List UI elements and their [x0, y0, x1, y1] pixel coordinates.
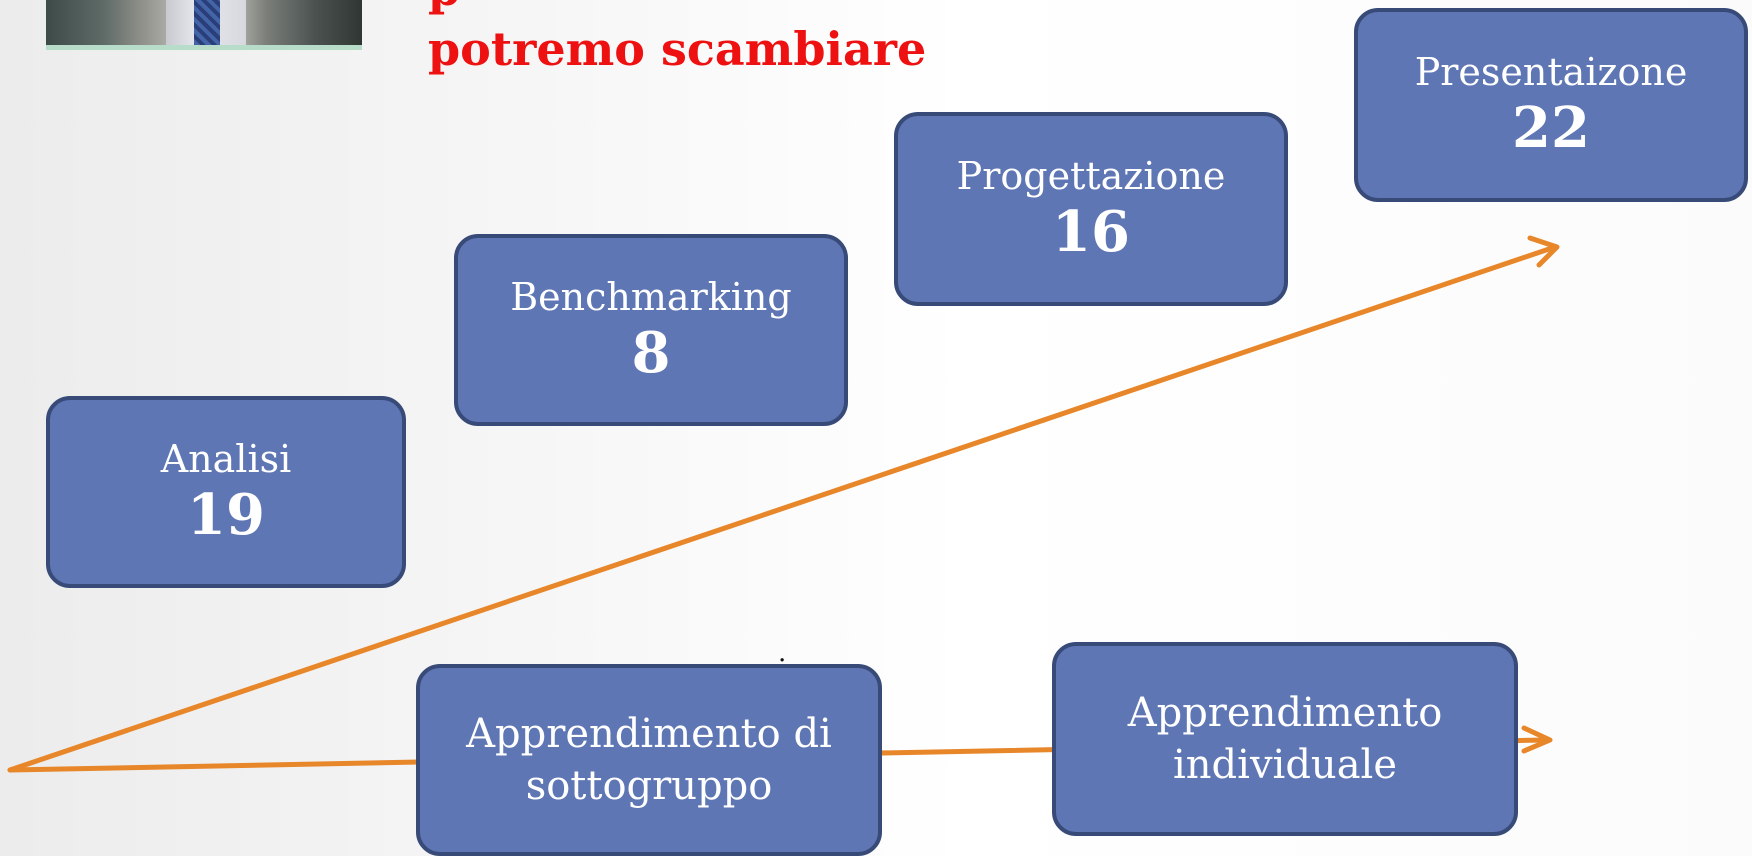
phase-label: Presentaizone — [1414, 50, 1688, 94]
subgroup-learning-label: Apprendimento di sottogruppo — [466, 711, 832, 809]
heading-line-1: p — [428, 0, 926, 20]
phase-value: 22 — [1512, 94, 1590, 161]
speaker-photo — [46, 0, 362, 50]
phase-box-presentazione: Presentaizone 22 — [1354, 8, 1748, 202]
individual-learning-box: Apprendimento individuale — [1052, 642, 1518, 836]
phase-value: 8 — [631, 319, 671, 386]
phase-label: Benchmarking — [510, 275, 792, 319]
group-progress-arrow-head — [1527, 235, 1560, 268]
phase-box-analisi: Analisi 19 — [46, 396, 406, 588]
phase-value: 16 — [1052, 198, 1130, 265]
group-progress-arrow-line — [7, 245, 1555, 773]
phase-box-progettazione: Progettazione 16 — [894, 112, 1288, 306]
individual-learning-label: Apprendimento individuale — [1127, 690, 1443, 788]
photo-tie — [194, 0, 220, 50]
subgroup-learning-box: Apprendimento di sottogruppo — [416, 664, 882, 856]
phase-label: Analisi — [160, 437, 292, 481]
stray-dot: . — [778, 638, 787, 668]
phase-value: 19 — [187, 481, 265, 548]
individual-arrow-head — [1521, 725, 1553, 754]
phase-label: Progettazione — [956, 154, 1226, 198]
heading-line-2: potremo scambiare — [428, 22, 927, 76]
photo-base — [46, 45, 362, 50]
phase-box-benchmarking: Benchmarking 8 — [454, 234, 848, 426]
slide-heading: p potremo scambiare — [428, 0, 926, 78]
